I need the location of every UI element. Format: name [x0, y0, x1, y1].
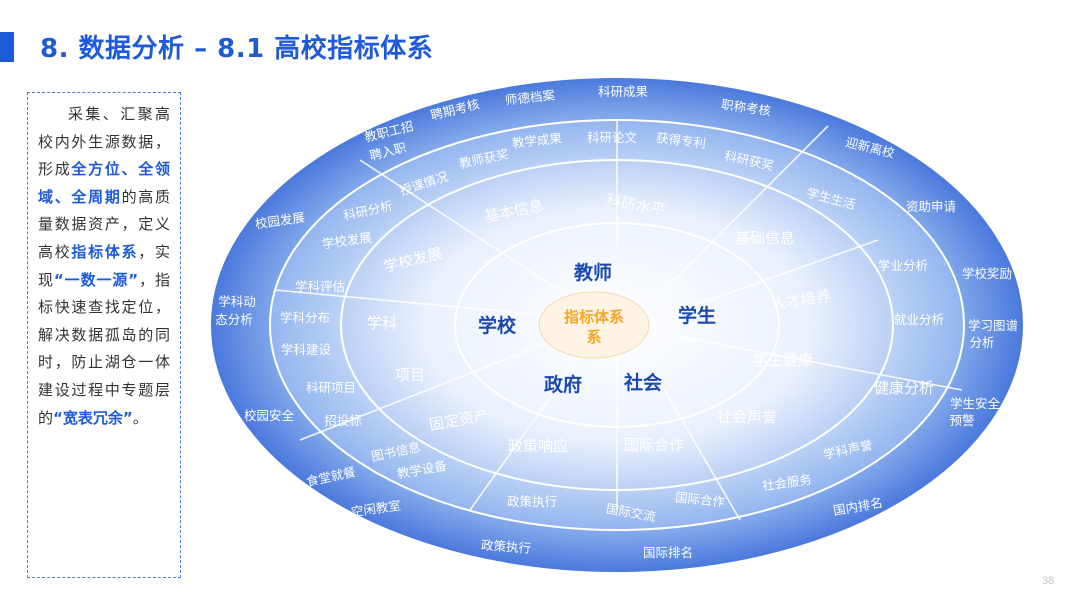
ring3-labels: 聘期考核 师德档案 科研成果 职称考核 教职工招 聘入职 迎新离校 资助申请 学… [215, 84, 1018, 560]
highlight-text: 指标体系 [71, 242, 139, 261]
core-label-society: 社会 [623, 371, 662, 394]
ring2-label: 获得专利 [655, 130, 706, 151]
highlight-text: “宽表冗余” [53, 408, 133, 427]
ring3-label: 学习图谱 [968, 318, 1018, 333]
ring3-label: 分析 [969, 335, 994, 350]
core-label-government: 政府 [544, 373, 582, 396]
ring2-label: 学业分析 [878, 258, 928, 273]
highlight-text: “一数一源” [53, 270, 139, 289]
divider-line [274, 289, 576, 319]
ring2-label: 社会服务 [761, 472, 813, 494]
ring3-label: 职称考核 [720, 97, 772, 119]
ring3-label: 态分析 [215, 312, 253, 327]
description-segment: 。 [132, 408, 148, 427]
description-segment: ，指标快速查找定位，解决数据孤岛的同时，防止湖仓一体建设过程中专题层的 [38, 270, 170, 427]
ring2-label: 就业分析 [894, 312, 944, 327]
ring2-label: 政策执行 [507, 494, 557, 509]
ring1-label: 国际合作 [624, 436, 684, 454]
ring2-label: 学科分布 [280, 310, 330, 325]
ring1-label: 社会声誉 [717, 408, 777, 426]
ring3-label: 师德档案 [504, 87, 556, 107]
divider-line [299, 331, 576, 441]
divider-line [658, 332, 963, 391]
center-node: 指标体系 系 [538, 291, 650, 359]
core-label-school: 学校 [478, 314, 517, 337]
ring2-label: 学科建设 [281, 342, 332, 357]
ring3-label: 校园发展 [254, 210, 306, 232]
ring3-label: 学科动 [218, 294, 256, 309]
center-label: 指标体系 [564, 308, 624, 326]
ring2-label: 招投标 [324, 413, 362, 428]
divider-line [359, 159, 583, 306]
ring1-label: 学生健康 [753, 351, 813, 369]
ring3-label: 校园安全 [244, 408, 295, 423]
ring3-label: 学生安全 [950, 396, 1001, 411]
ring3-label: 空闲教室 [350, 498, 402, 520]
ring2-label: 学科评估 [295, 279, 345, 294]
center-label-2: 系 [586, 328, 601, 346]
ring2-label: 国际合作 [674, 489, 726, 509]
description-segment: ，实现 [38, 242, 170, 289]
ring2-labels: 授课情况 教师获奖 教学成果 科研论文 获得专利 科研获奖 学生生活 学业分析 … [280, 130, 944, 524]
ring2-label: 科研项目 [306, 380, 356, 395]
ring3-label: 国际排名 [643, 545, 693, 560]
page-number: 38 [1042, 575, 1055, 587]
description-textbox: 采集、汇聚高校内外生源数据，形成全方位、全领域、全周期的高质量数据资产，定义高校… [27, 92, 181, 578]
description-text: 采集、汇聚高校内外生源数据，形成全方位、全领域、全周期的高质量数据资产，定义高校… [38, 101, 170, 432]
description-segment: 的高质量数据资产，定义高校 [38, 187, 170, 261]
core-label-teacher: 教师 [574, 261, 612, 284]
ring3-label: 预警 [949, 413, 974, 428]
divider-lines [274, 120, 963, 521]
ring3-label: 政策执行 [481, 537, 532, 555]
ring2-label: 健康分析 [874, 379, 934, 397]
ring1-label: 学科 [367, 314, 397, 332]
title-accent-bar [0, 32, 14, 62]
ring3-label: 科研成果 [598, 84, 649, 99]
ring1-label: 项目 [395, 366, 425, 384]
core-label-student: 学生 [678, 304, 716, 327]
description-segment: 采集、汇聚高校内外生源数据，形成 [38, 105, 170, 179]
center-ellipse [538, 291, 650, 359]
divider-line [658, 239, 879, 319]
ring2-label: 教学成果 [511, 130, 563, 150]
ring1-labels: 基本信息 科研水平 基础信息 人才培养 学生健康 社会声誉 国际合作 政策响应 … [367, 191, 832, 455]
divider-line [469, 346, 587, 511]
highlight-text: 全方位、全领域、全周期 [38, 160, 170, 206]
ring1-label: 政策响应 [508, 437, 568, 455]
ring2-label: 学校发展 [321, 230, 373, 252]
page-title: 8. 数据分析 – 8.1 高校指标体系 [40, 34, 434, 64]
divider-line [639, 347, 741, 521]
ring3-label: 资助申请 [906, 199, 956, 214]
ring2-label: 科研论文 [587, 130, 638, 145]
ring3-label: 学校奖励 [962, 266, 1012, 281]
ring1-label: 基础信息 [735, 229, 795, 247]
divider-line [650, 125, 829, 304]
core-labels: 教师 学校 学生 政府 社会 [478, 261, 716, 396]
